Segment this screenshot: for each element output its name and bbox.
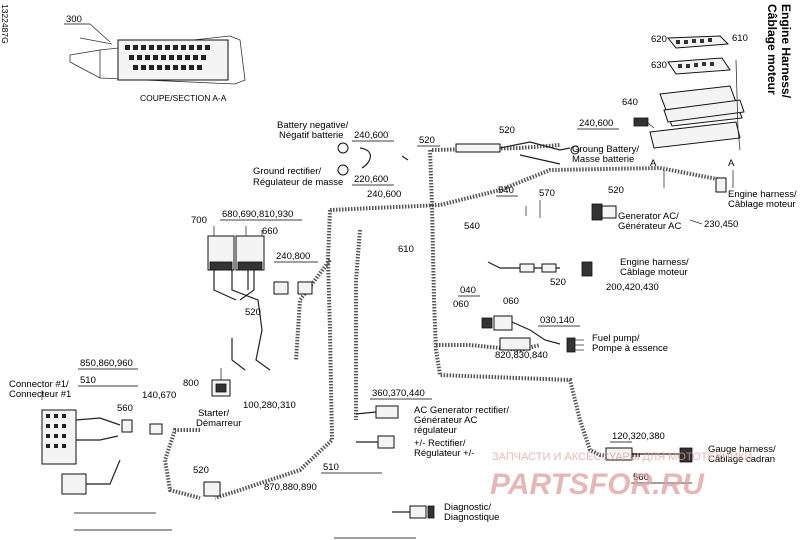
section-mark-2: A [728, 158, 735, 169]
callout-200420: 200,420,430 [606, 282, 659, 293]
callout-800: 560 [117, 403, 133, 414]
section-mark-1: A [650, 158, 657, 169]
main-harness [162, 143, 723, 500]
callout-520f: 870,880,890 [264, 482, 317, 493]
callout-520d: 520 [550, 277, 566, 288]
ac-gen-rectifier-line1: AC Generator rectifier/ [414, 405, 509, 416]
rectifier-neg-line2: Régulateur +/- [414, 448, 474, 459]
callout-510c: 120,320,380 [612, 431, 665, 442]
engine-harness2-line2: Câblage moteur [620, 267, 688, 278]
callout-060a: 060 [453, 299, 469, 310]
ac-gen-rectifier [355, 405, 399, 449]
rectifier-neg-line1: +/- Rectifier/ [414, 438, 466, 449]
ground-battery-line2: Masse batterie [572, 154, 634, 165]
battery-ground-parts [337, 142, 409, 176]
callout-100280: 360,370,440 [372, 388, 425, 399]
starter-line2: Démarreur [196, 418, 241, 429]
callout-540b: 540 [464, 221, 480, 232]
section-label: COUPE/SECTION A-A [140, 93, 227, 103]
callout-640: 640 [622, 97, 638, 108]
starter-line1: Starter/ [198, 408, 230, 419]
diagnostic-line2: Diagnostique [444, 512, 499, 523]
callout-620: 620 [651, 34, 667, 45]
callout-680: 680,690,810,930 [222, 209, 293, 220]
callout-520a: 520 [419, 135, 435, 146]
battery-negative-line2: Négatif batterie [279, 130, 343, 141]
callout-030140: 030,140 [540, 315, 574, 326]
callout-510a: 520 [245, 307, 261, 318]
callout-300a: 300 [66, 14, 82, 25]
ground-battery-line1: Groung Battery/ [572, 144, 639, 155]
watermark: ЗАПЧАСТИ И АКСЕССУАРЫ ДЛЯ МОТОТЕХНИКИ PA… [490, 451, 752, 501]
callout-060b: 060 [503, 296, 519, 307]
engine-harness-line1: Engine harness/ [728, 189, 797, 200]
callout-240600b: 220,600 [354, 174, 388, 185]
watermark-top-text: ЗАПЧАСТИ И АКСЕССУАРЫ ДЛЯ МОТОТЕХНИКИ [492, 451, 752, 463]
doc-id: 1322487G [0, 4, 10, 44]
fuel-pump-line2: Pompe à essence [592, 343, 668, 354]
section-aa-connector [69, 35, 246, 85]
fuel-pump-connectors [481, 315, 584, 353]
ground-battery-connector [455, 141, 580, 165]
generator-ac-line2: Générateur AC [618, 221, 682, 232]
connector1-line2: Connecteur #1 [9, 389, 71, 400]
watermark-logo: PARTSFOR.RU [490, 468, 705, 501]
callout-820: 850,860,960 [80, 358, 133, 369]
callout-560a: 140,670 [142, 390, 176, 401]
ac-gen-rectifier-line3: régulateur [414, 425, 457, 436]
engine-harness-line2: Câblage moteur [728, 199, 796, 210]
callout-610a: 610 [732, 33, 748, 44]
engine-harness2-line1: Engine harness/ [620, 257, 689, 268]
callout-230450: 230,450 [704, 219, 738, 230]
starter [211, 368, 231, 397]
callout-520e: 820,830,840 [495, 350, 548, 361]
gauge-harness [605, 447, 693, 463]
callout-520b: 520 [499, 125, 515, 136]
callout-040: 040 [460, 285, 476, 296]
generator-ac [591, 203, 617, 221]
engine-harness-connector-2 [487, 261, 593, 277]
top-right-connectors [633, 35, 745, 151]
title-line-2: Câblage moteur [765, 4, 779, 95]
callout-630: 630 [651, 60, 667, 71]
callout-360: 510 [323, 462, 339, 473]
callout-940: 520 [608, 185, 624, 196]
callout-660: 660 [262, 226, 278, 237]
connector1-line1: Connector #1/ [9, 379, 69, 390]
ground-rectifier-line2: Régulateur de masse [253, 177, 343, 188]
callout-520c: 570 [539, 188, 555, 199]
callout-540a: 240,600 [367, 189, 401, 200]
generator-ac-line1: Generator AC/ [618, 211, 679, 222]
diagnostic-line1: Diagnostic/ [444, 502, 491, 513]
callout-220600: 240,600 [354, 130, 388, 141]
gauge-harness-line1: Gauge harness/ [708, 444, 776, 455]
diagnostic-connector [392, 505, 435, 519]
ground-rectifier-line1: Ground rectifier/ [253, 166, 321, 177]
callout-570: 540 [498, 185, 514, 196]
ac-gen-rectifier-line2: Générateur AC [414, 415, 478, 426]
battery-negative-line1: Battery negative/ [277, 120, 349, 131]
callout-560b: 520 [193, 465, 209, 476]
callout-120: 560 [633, 472, 649, 483]
title: Engine Harness/ Câblage moteur [765, 4, 793, 99]
callout-140670: 100,280,310 [243, 400, 296, 411]
title-line-1: Engine Harness/ [779, 4, 793, 99]
ecu-connectors [207, 226, 313, 371]
callout-240600a: 240,600 [579, 118, 613, 129]
fuel-pump-line1: Fuel pump/ [592, 333, 640, 344]
callout-610b: 610 [398, 244, 414, 255]
callout-510b: 800 [183, 378, 199, 389]
callout-850: 510 [80, 375, 96, 386]
gauge-harness-line2: Câblage cadran [708, 454, 775, 465]
callout-700: 700 [191, 215, 207, 226]
connector-1 [41, 390, 121, 495]
callout-240800: 240,800 [276, 251, 310, 262]
